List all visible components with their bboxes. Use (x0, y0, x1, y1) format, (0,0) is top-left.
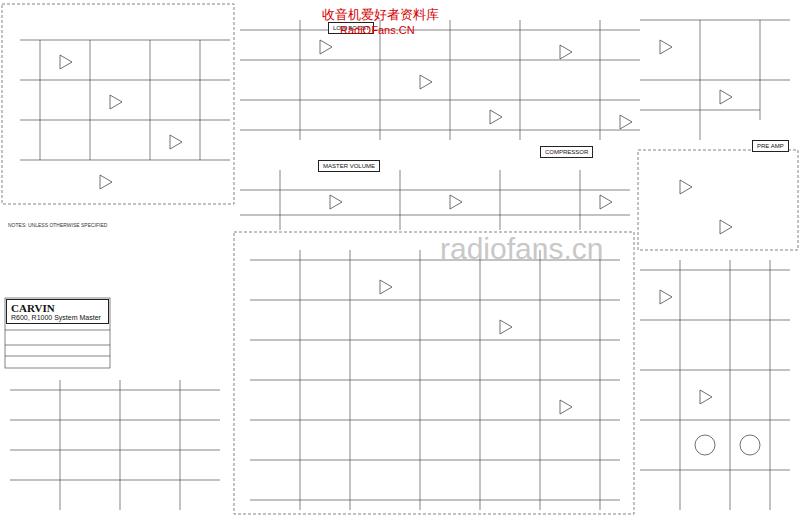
title-text: R600, R1000 System Master (11, 314, 104, 321)
section-box: MASTER VOLUME (318, 160, 380, 172)
watermark: RadiOFans.CN (340, 24, 415, 36)
section-box: COMPRESSOR (540, 146, 593, 158)
title-block: CARVINR600, R1000 System Master (6, 299, 109, 324)
title-text: CARVIN (11, 302, 104, 314)
section-label: COMPRESSOR (545, 149, 588, 155)
watermark: 收音机爱好者资料库 (322, 6, 439, 24)
note-text: NOTES: UNLESS OTHERWISE SPECIFIED (8, 222, 107, 228)
section-label: MASTER VOLUME (323, 163, 375, 169)
watermark: radiofans.cn (440, 232, 603, 266)
section-label: PRE AMP (757, 143, 784, 149)
section-box: PRE AMP (752, 140, 789, 152)
